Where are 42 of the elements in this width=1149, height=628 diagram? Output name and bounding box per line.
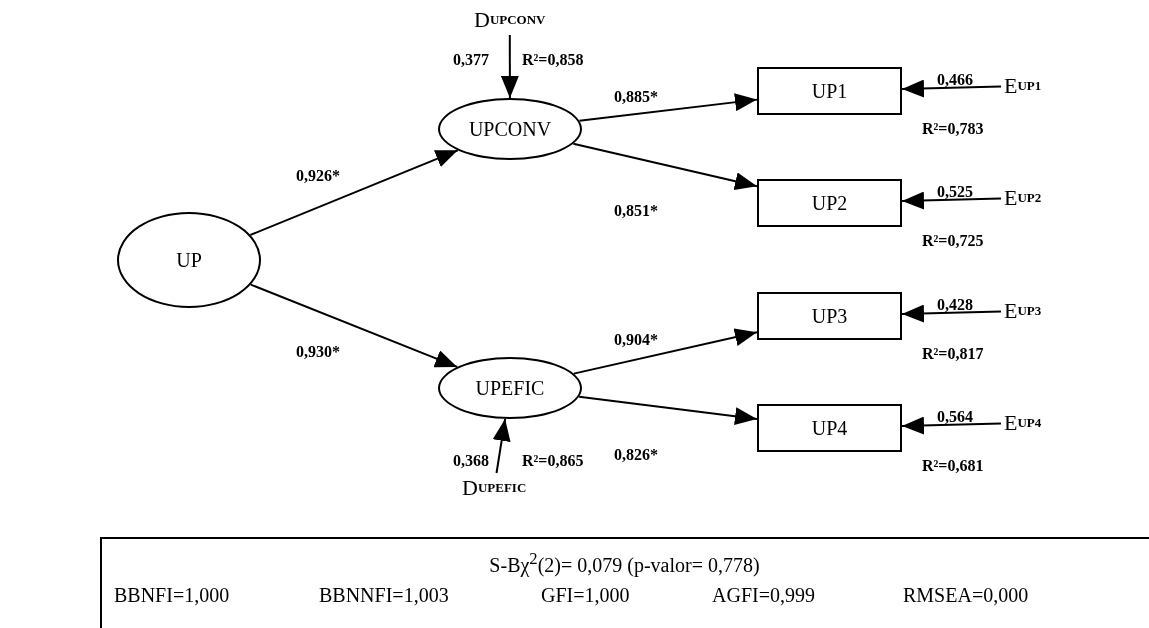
edge-label: 0,904* [614,331,658,349]
latent-variable-ellipse: UP [117,212,261,308]
r-squared-value: R²=0,725 [922,232,984,250]
r-squared-value: R²=0,865 [522,452,584,470]
r-squared-value: R²=0,783 [922,120,984,138]
observed-variable-box: UP2 [757,179,902,227]
observed-variable-box: UP3 [757,292,902,340]
arrow [249,149,459,236]
latent-variable-ellipse: UPEFIC [438,357,582,419]
fit-index: RMSEA=0,000 [903,583,1029,607]
arrow [500,34,519,99]
arrow [572,328,758,375]
edge-label: 0,851* [614,202,658,220]
arrow [492,417,511,474]
edge-label: 0,930* [296,343,340,361]
arrow [901,191,1002,210]
r-squared-value: R²=0,681 [922,457,984,475]
r-squared-value: R²=0,817 [922,345,984,363]
observed-variable-box: UP4 [757,404,902,452]
chi-square-statistic: S-Bχ$^{2}$(2)= 0,079 (p-valor= 0,778) [488,548,761,577]
arrow [901,416,1002,435]
observed-variable-box: UP1 [757,67,902,115]
edge-label: 0,466 [937,71,973,89]
edge-label: 0,525 [937,183,973,201]
fit-index: BBNFI=1,000 [114,583,230,607]
arrow [572,142,758,190]
arrow [578,395,758,426]
fit-index: AGFI=0,999 [712,583,815,607]
edge-label: 0,377 [453,51,489,69]
latent-variable-ellipse: UPCONV [438,98,582,160]
arrow [901,304,1002,323]
fit-index: GFI=1,000 [541,583,630,607]
edge-label: 0,428 [937,296,973,314]
edge-label: 0,826* [614,446,658,464]
arrow [901,79,1002,98]
edge-label: 0,564 [937,408,973,426]
arrow [249,283,459,368]
r-squared-value: R²=0,858 [522,51,584,69]
fit-index: BBNNFI=1,003 [319,583,449,607]
edge-label: 0,926* [296,167,340,185]
edge-label: 0,368 [453,452,489,470]
edge-label: 0,885* [614,88,658,106]
